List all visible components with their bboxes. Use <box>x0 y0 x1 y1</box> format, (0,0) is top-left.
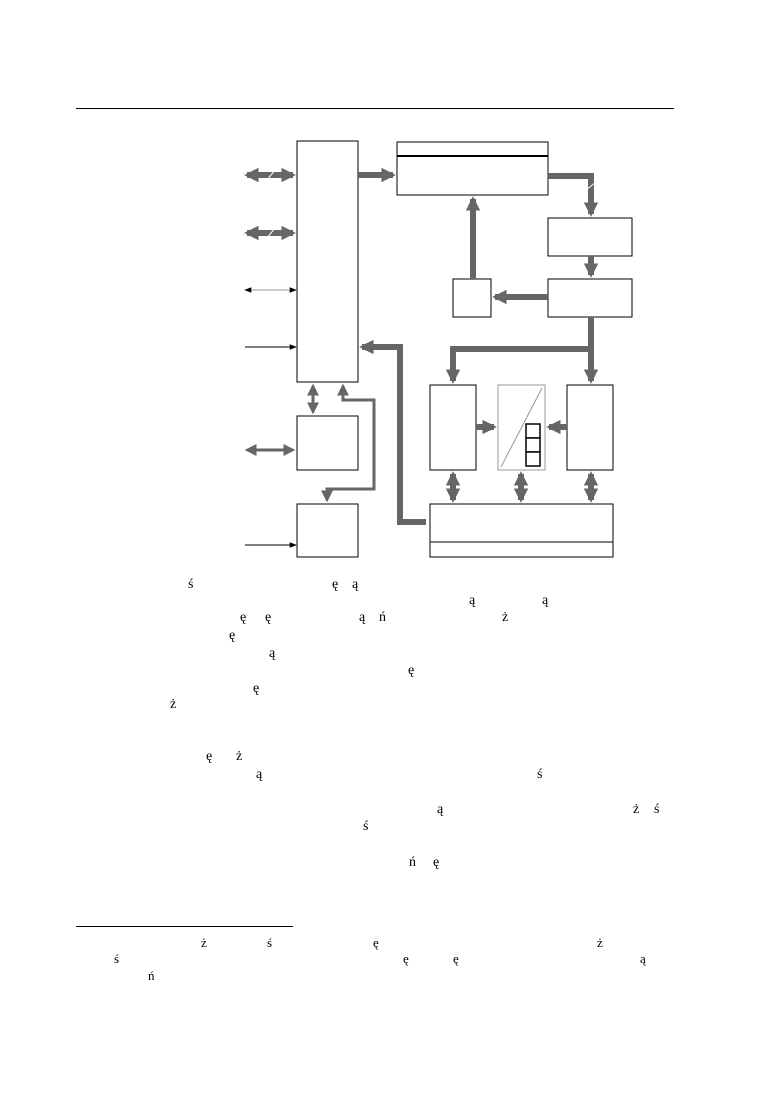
footnote-fragment: ą <box>640 951 646 966</box>
footnote-fragment: ż <box>597 935 603 950</box>
footnote-fragment: ę <box>453 951 459 966</box>
right-lower-block <box>547 278 633 318</box>
footnote-fragment: ę <box>403 951 409 966</box>
top-wide-block <box>396 141 549 196</box>
bottom-wide-block <box>429 503 614 558</box>
footnote-rule <box>76 926 293 927</box>
central-block <box>296 140 359 383</box>
right-middle-block <box>547 217 633 257</box>
left-lower-block <box>296 415 359 471</box>
header-rule <box>76 108 674 109</box>
text-fragment: ż <box>170 697 177 712</box>
text-fragment: ę <box>240 610 247 625</box>
bus-arrow-split-down <box>445 317 594 384</box>
bus-arrow-top-to-right <box>548 173 599 217</box>
text-fragment: ż <box>236 749 243 764</box>
footnote-fragment: ś <box>114 951 120 966</box>
middle-striped-block <box>497 384 546 471</box>
footnote-fragment: ń <box>148 968 155 983</box>
text-fragment: ś <box>363 819 369 834</box>
text-fragment: ę <box>265 610 272 625</box>
text-fragment: ę <box>253 681 260 696</box>
text-fragment: ą <box>256 767 263 782</box>
text-fragment: ń <box>409 855 416 870</box>
bottom-left-tall-block <box>429 384 477 471</box>
bottom-right-tall-block <box>566 384 614 471</box>
text-fragment: ę <box>433 855 440 870</box>
text-fragment: ą <box>542 593 549 608</box>
text-fragment: ą <box>352 577 359 592</box>
text-fragment: ą <box>269 646 276 661</box>
text-fragment: ń <box>379 610 386 625</box>
text-fragment: ą <box>469 593 476 608</box>
bus-arrow-return-to-central <box>359 339 426 525</box>
text-fragment: ą <box>437 802 444 817</box>
text-fragment: ś <box>537 767 543 782</box>
text-fragment: ę <box>229 628 236 643</box>
text-fragment: ę <box>408 663 415 678</box>
text-fragment: ę <box>332 577 339 592</box>
footnote-fragment: ż <box>201 935 207 950</box>
link-arrow-central-bottom <box>321 383 376 503</box>
text-fragment: ż <box>502 610 509 625</box>
text-fragment: ś <box>654 802 660 817</box>
text-fragment: ą <box>359 610 366 625</box>
text-fragment: ż <box>633 802 640 817</box>
left-bottom-block <box>296 503 359 558</box>
small-square-block <box>452 278 492 318</box>
text-fragment: ś <box>188 577 194 592</box>
footnote-fragment: ś <box>267 935 273 950</box>
text-fragment: ę <box>206 749 213 764</box>
footnote-fragment: ę <box>373 935 379 950</box>
